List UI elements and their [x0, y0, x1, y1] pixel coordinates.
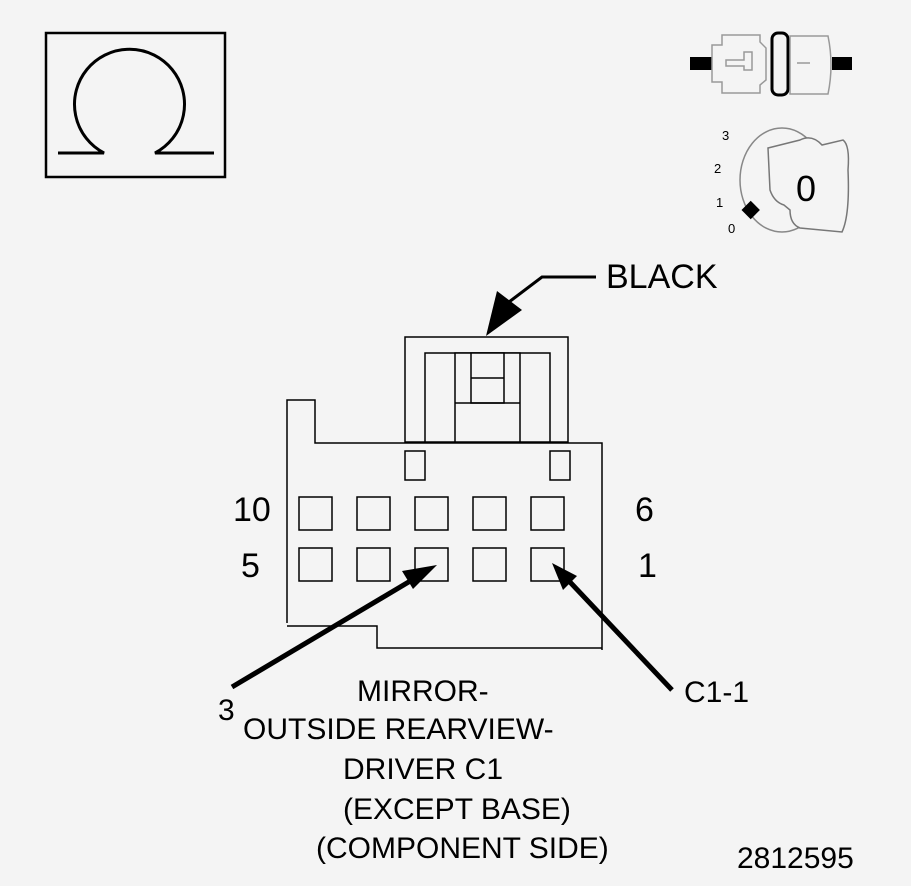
pin-3-callout-arrow	[230, 565, 437, 690]
pin-cavity-4	[356, 547, 391, 582]
ignition-position-3: 3	[722, 128, 730, 143]
pin-3-callout-label: 3	[218, 694, 235, 727]
pin-cavity-7	[472, 496, 507, 531]
connector-title-line-3: DRIVER C1	[343, 753, 504, 786]
pin-row-bottom-left-number: 5	[241, 547, 260, 585]
pin-row-bottom-right-number: 1	[638, 547, 657, 585]
pin-cavities	[298, 496, 565, 582]
ignition-position-0: 0	[728, 221, 736, 236]
figure-number: 2812595	[737, 842, 854, 875]
pin-cavity-5	[298, 547, 333, 582]
pin-row-top-left-number: 10	[233, 491, 271, 529]
connector-disconnected-icon	[690, 31, 852, 97]
connector-color-label: BLACK	[606, 258, 718, 296]
connector-title-line-1: MIRROR-	[357, 675, 489, 708]
ignition-position-1: 1	[716, 195, 724, 210]
pin-row-top-right-number: 6	[635, 491, 654, 529]
ignition-position-2: 2	[714, 161, 722, 176]
connector-latch	[404, 336, 571, 481]
pin-cavity-6	[530, 496, 565, 531]
ignition-key-label: 0	[796, 168, 817, 209]
pin-cavity-10	[298, 496, 333, 531]
pin-cavity-9	[356, 496, 391, 531]
pin-1-callout-label: C1-1	[684, 676, 750, 709]
connector-title-line-4: (EXCEPT BASE)	[343, 793, 571, 826]
ohmmeter-symbol-icon	[44, 31, 227, 179]
connector-title-line-2: OUTSIDE REARVIEW-	[243, 713, 554, 746]
ignition-key-icon	[739, 127, 850, 233]
connector-title-line-5: (COMPONENT SIDE)	[316, 832, 609, 865]
pin-1-callout-arrow	[552, 563, 674, 692]
pin-cavity-8	[414, 496, 449, 531]
pin-cavity-3	[414, 547, 449, 582]
color-leader-arrow	[486, 275, 596, 336]
pin-cavity-2	[472, 547, 507, 582]
